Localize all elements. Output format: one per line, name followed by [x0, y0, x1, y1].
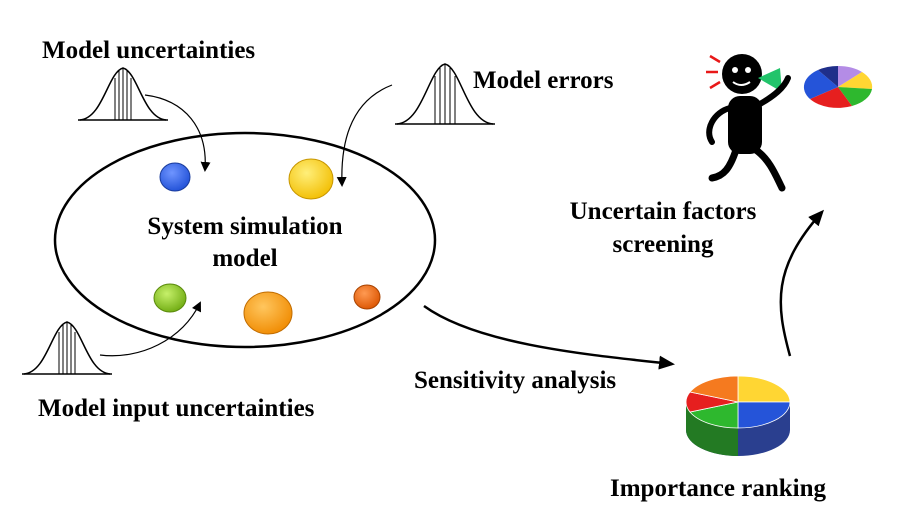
arrow-model-input — [99, 301, 201, 357]
3d-pie-chart-icon — [685, 375, 791, 456]
factor-circle-blue — [159, 162, 191, 192]
arrow-to-screening — [779, 209, 824, 357]
arrow-model-uncertainties — [144, 94, 211, 172]
bell-curve-icon — [22, 321, 112, 375]
label-model-input-uncertainties: Model input uncertainties — [38, 395, 315, 422]
factor-circle-dark-orange — [353, 284, 381, 310]
label-model-uncertainties: Model uncertainties — [42, 37, 255, 64]
arrow-model-errors — [336, 84, 393, 187]
label-uncertain-line2: screening — [613, 231, 714, 258]
label-importance-ranking: Importance ranking — [610, 475, 826, 502]
bell-curve-icon — [395, 63, 495, 125]
label-system-line1: System simulation — [147, 213, 342, 240]
factor-circle-orange — [243, 291, 293, 335]
flat-pie-chart-icon — [803, 65, 873, 108]
bell-curve-icon — [78, 67, 168, 121]
label-uncertain-line1: Uncertain factors — [570, 198, 757, 225]
stick-figure-icon — [706, 54, 791, 192]
factor-circle-green — [153, 283, 187, 313]
label-system-line2: model — [212, 245, 277, 272]
label-model-errors: Model errors — [473, 67, 614, 94]
arrow-to-importance-ranking — [423, 304, 675, 370]
factor-circle-yellow — [288, 158, 334, 200]
label-sensitivity-analysis: Sensitivity analysis — [414, 367, 616, 394]
